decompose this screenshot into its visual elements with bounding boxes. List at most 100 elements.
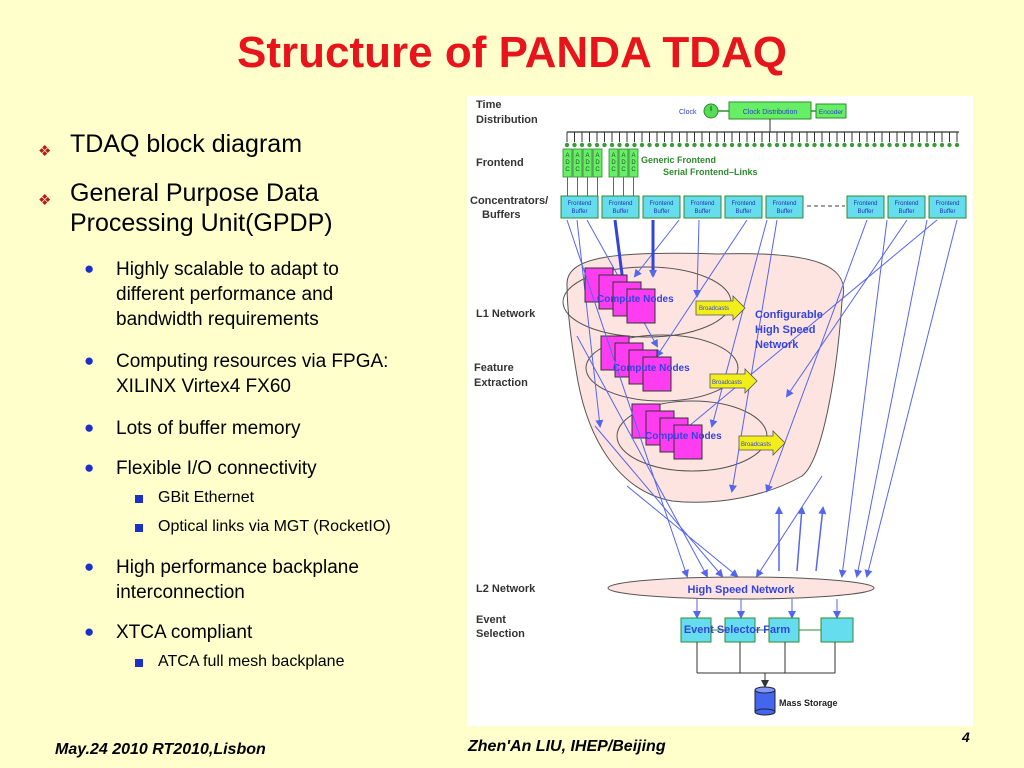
compute-nodes-label-3: Compute Nodes bbox=[645, 431, 722, 442]
tap-dot bbox=[894, 142, 900, 148]
broadcasts-label-1: Broadcasts bbox=[699, 306, 729, 312]
mass-storage-label: Mass Storage bbox=[779, 698, 838, 708]
square-bullet-icon bbox=[135, 659, 143, 667]
bullet-text: interconnection bbox=[116, 582, 245, 603]
tap-dot bbox=[677, 142, 682, 148]
adc-box: ADC bbox=[582, 148, 593, 196]
label-time: Time bbox=[476, 99, 501, 111]
tap-dot bbox=[864, 142, 870, 148]
tap-dot bbox=[782, 142, 787, 148]
bullet-text: Processing Unit(GPDP) bbox=[70, 209, 333, 237]
tap-dot bbox=[654, 142, 660, 148]
event-selector-farm bbox=[680, 617, 854, 643]
compute-node bbox=[626, 288, 656, 324]
diamond-bullet-icon: ❖ bbox=[38, 143, 52, 160]
tap-dot bbox=[797, 142, 802, 148]
buffer-label: Buffer bbox=[572, 209, 588, 215]
tap-dot bbox=[729, 142, 735, 148]
broadcast-arrows: Broadcasts Broadcasts Broadcasts bbox=[695, 295, 786, 456]
round-bullet-icon: ● bbox=[84, 351, 95, 370]
l2-feed-arrow bbox=[755, 475, 823, 578]
bullet-text: XTCA compliant bbox=[116, 622, 253, 643]
feed-arrow bbox=[675, 219, 938, 438]
compute-node-stacks bbox=[584, 267, 703, 460]
l1-to-l2-arrows bbox=[566, 219, 958, 578]
tap-dot bbox=[827, 142, 832, 148]
label-concentrators: Concentrators/ bbox=[470, 195, 548, 207]
adc-box: ADC bbox=[618, 148, 629, 196]
tap-dot bbox=[879, 142, 885, 148]
label-l1-network: L1 Network bbox=[476, 308, 536, 320]
adc-letter: D bbox=[565, 160, 570, 166]
square-bullet-icon bbox=[135, 495, 143, 503]
tap-dot bbox=[947, 142, 952, 148]
clock-label: Clock bbox=[679, 109, 697, 116]
l2-feed-arrow bbox=[854, 219, 928, 578]
buffer-label: Frontend bbox=[772, 201, 796, 207]
adc-letter: D bbox=[611, 160, 616, 166]
feed-arrow bbox=[785, 219, 908, 398]
adc-letter: A bbox=[631, 153, 635, 159]
buffer-label: Buffer bbox=[777, 209, 793, 215]
round-bullet-icon: ● bbox=[84, 458, 95, 477]
tap-dot bbox=[774, 142, 780, 148]
adc-letter: D bbox=[631, 160, 636, 166]
compute-node bbox=[642, 356, 672, 392]
tap-dot bbox=[684, 142, 690, 148]
farm-connections bbox=[693, 599, 841, 619]
buffer-label: Frontend bbox=[935, 201, 959, 207]
round-bullet-icon: ● bbox=[84, 259, 95, 278]
bullet-text: TDAQ block diagram bbox=[70, 130, 303, 158]
l2-feed-arrow bbox=[864, 219, 958, 578]
high-speed-network-label: High Speed Network bbox=[688, 584, 796, 596]
tap-dot bbox=[579, 142, 585, 148]
tap-dot bbox=[804, 142, 810, 148]
label-extraction: Extraction bbox=[474, 377, 528, 389]
bullet-text: ATCA full mesh backplane bbox=[158, 653, 345, 670]
bullet-text: Computing resources via FPGA: bbox=[116, 351, 389, 372]
tap-dot bbox=[707, 142, 712, 148]
round-bullet-icon: ● bbox=[84, 557, 95, 576]
bullet-text: Lots of buffer memory bbox=[116, 418, 301, 439]
label-frontend: Frontend bbox=[476, 157, 524, 169]
buffer-label: Buffer bbox=[654, 209, 670, 215]
label-event: Event bbox=[476, 614, 506, 626]
tdaq-block-diagram: Time Distribution Frontend Concentrators… bbox=[467, 96, 973, 726]
adc-letter: C bbox=[585, 167, 590, 173]
adc-box: ADC bbox=[562, 148, 573, 196]
label-selection: Selection bbox=[476, 628, 525, 640]
generic-frontend-label: Generic Frontend bbox=[641, 155, 716, 165]
buffer-label: Buffer bbox=[736, 209, 752, 215]
adc-letter: C bbox=[611, 167, 616, 173]
adc-letter: C bbox=[595, 167, 600, 173]
feed-arrow bbox=[709, 219, 768, 428]
tap-dot bbox=[872, 142, 877, 148]
tap-dot bbox=[609, 142, 615, 148]
buffer-label: Frontend bbox=[608, 201, 632, 207]
adc-letter: A bbox=[565, 153, 569, 159]
tap-dot bbox=[722, 142, 727, 148]
buffer-label: Buffer bbox=[940, 209, 956, 215]
tap-dot bbox=[752, 142, 757, 148]
adc-letter: D bbox=[575, 160, 580, 166]
diamond-bullet-icon: ❖ bbox=[38, 192, 52, 209]
tap-dot bbox=[902, 142, 907, 148]
adc-letter: A bbox=[611, 153, 615, 159]
round-bullet-icon: ● bbox=[84, 622, 95, 641]
broadcasts-label-2: Broadcasts bbox=[712, 380, 742, 386]
mass-storage-icon bbox=[754, 686, 776, 716]
tap-dot bbox=[624, 142, 630, 148]
farm-box bbox=[820, 617, 854, 643]
adc-box: ADC bbox=[628, 148, 639, 196]
slide-title: Structure of PANDA TDAQ bbox=[237, 28, 787, 77]
tap-dot bbox=[932, 142, 937, 148]
label-l2-network: L2 Network bbox=[476, 583, 536, 595]
tap-dot bbox=[744, 142, 750, 148]
buffer-label: Buffer bbox=[613, 209, 629, 215]
tap-dot bbox=[834, 142, 840, 148]
serial-links-label: Serial Frontend–Links bbox=[663, 167, 758, 177]
tap-dot bbox=[737, 142, 742, 148]
